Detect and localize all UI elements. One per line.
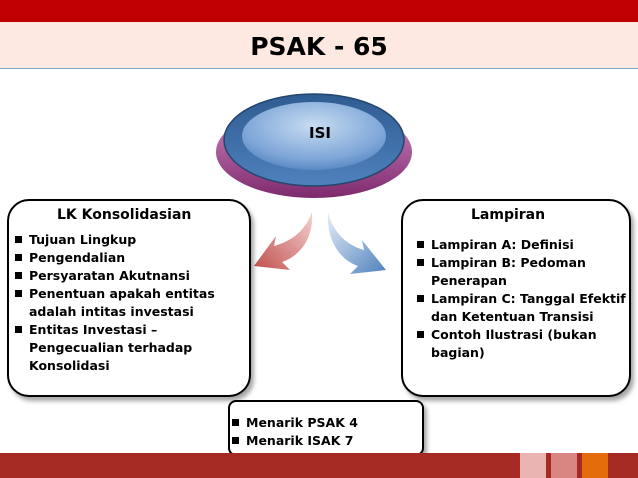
list-item-text: Menarik PSAK 4 xyxy=(246,415,358,430)
isi-ellipse xyxy=(216,93,412,198)
lk-konsolidasian-heading: LK Konsolidasian xyxy=(57,207,192,223)
footer-square-orange xyxy=(582,453,608,478)
lampiran-box: Lampiran Lampiran A: Definisi Lampiran B… xyxy=(401,199,631,397)
footer-square-light xyxy=(520,453,546,478)
square-bullet-icon xyxy=(15,272,22,279)
list-item-text: Persyaratan Akutnansi xyxy=(29,268,190,283)
list-item-text: Pengendalian xyxy=(29,250,126,265)
list-item: Persyaratan Akutnansi xyxy=(15,267,243,285)
direction-arrows xyxy=(254,212,386,274)
left-arrow-icon xyxy=(254,212,313,270)
square-bullet-icon xyxy=(417,331,424,338)
page-title: PSAK - 65 xyxy=(250,32,388,61)
footer-square-mid xyxy=(551,453,577,478)
square-bullet-icon xyxy=(417,241,424,248)
lk-konsolidasian-list: Tujuan Lingkup Pengendalian Persyaratan … xyxy=(15,231,243,375)
square-bullet-icon xyxy=(232,419,239,426)
lampiran-list: Lampiran A: Definisi Lampiran B: Pedoman… xyxy=(417,236,627,362)
list-item: Tujuan Lingkup xyxy=(15,231,243,249)
list-item: Pengendalian xyxy=(15,249,243,267)
square-bullet-icon xyxy=(15,236,22,243)
list-item-text: Lampiran A: Definisi xyxy=(431,237,574,252)
list-item: Contoh Ilustrasi (bukan bagian) xyxy=(417,326,627,362)
list-item-text: Menarik ISAK 7 xyxy=(246,433,354,448)
list-item: Menarik PSAK 4 xyxy=(232,414,422,432)
square-bullet-icon xyxy=(15,290,22,297)
title-band xyxy=(0,22,638,69)
list-item: Lampiran C: Tanggal Efektif dan Ketentua… xyxy=(417,290,627,326)
menarik-box: Menarik PSAK 4 Menarik ISAK 7 xyxy=(228,400,424,456)
top-bar xyxy=(0,0,638,22)
right-arrow-icon xyxy=(327,212,386,274)
list-item-text: Contoh Ilustrasi (bukan bagian) xyxy=(431,327,597,360)
list-item: Lampiran A: Definisi xyxy=(417,236,627,254)
square-bullet-icon xyxy=(15,326,22,333)
list-item-text: Penentuan apakah entitas adalah intitas … xyxy=(29,286,215,319)
lk-konsolidasian-box: LK Konsolidasian Tujuan Lingkup Pengenda… xyxy=(7,199,251,397)
lampiran-heading: Lampiran xyxy=(471,207,546,223)
square-bullet-icon xyxy=(417,259,424,266)
square-bullet-icon xyxy=(417,295,424,302)
list-item: Penentuan apakah entitas adalah intitas … xyxy=(15,285,243,321)
square-bullet-icon xyxy=(232,437,239,444)
menarik-list: Menarik PSAK 4 Menarik ISAK 7 xyxy=(232,414,422,450)
list-item-text: Entitas Investasi – Pengecualian terhada… xyxy=(29,322,193,373)
list-item: Lampiran B: Pedoman Penerapan xyxy=(417,254,627,290)
list-item-text: Tujuan Lingkup xyxy=(29,232,137,247)
square-bullet-icon xyxy=(15,254,22,261)
center-label: ISI xyxy=(309,124,331,142)
list-item-text: Lampiran B: Pedoman Penerapan xyxy=(431,255,586,288)
list-item: Menarik ISAK 7 xyxy=(232,432,422,450)
list-item: Entitas Investasi – Pengecualian terhada… xyxy=(15,321,243,375)
list-item-text: Lampiran C: Tanggal Efektif dan Ketentua… xyxy=(431,291,626,324)
